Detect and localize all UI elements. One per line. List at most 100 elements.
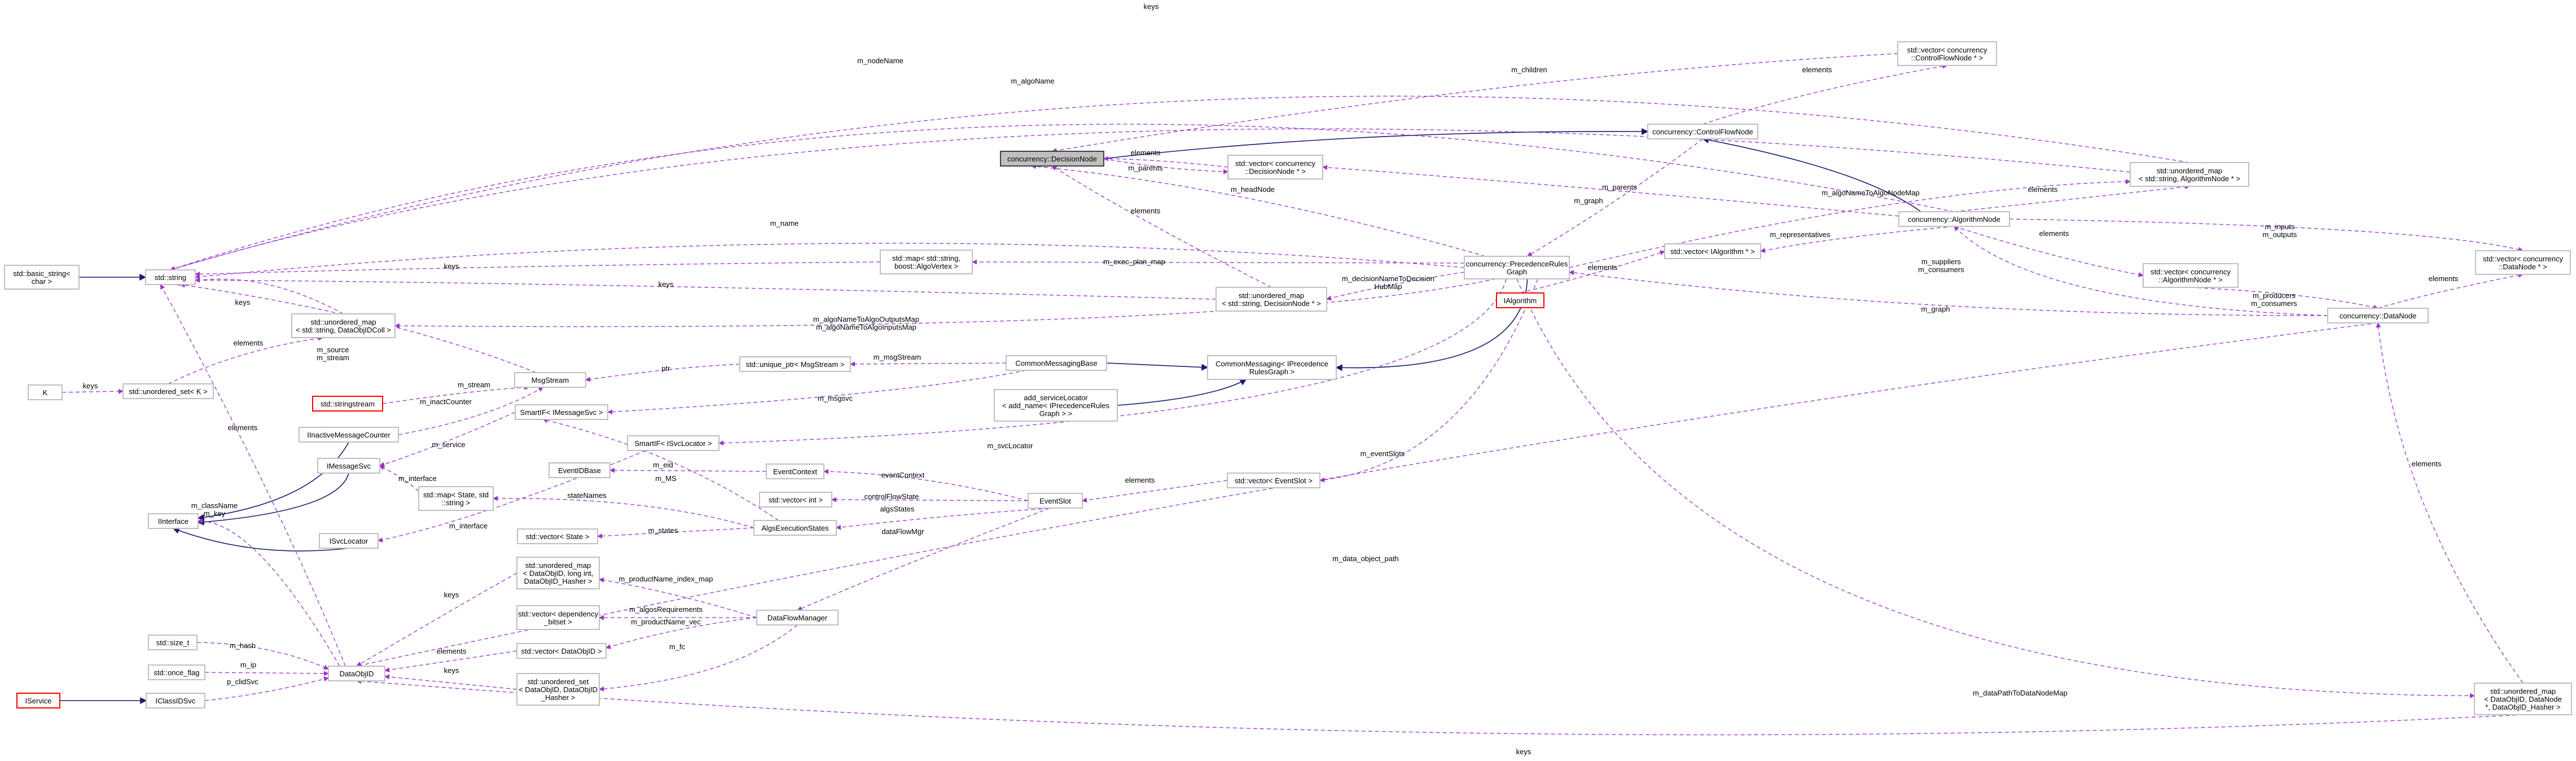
node-box[interactable] bbox=[312, 396, 383, 412]
node-box[interactable] bbox=[515, 404, 608, 420]
node-umap-algnode[interactable]: std::unordered_map< std::string, Algorit… bbox=[2130, 162, 2249, 187]
node-box[interactable] bbox=[2475, 250, 2571, 275]
node-box[interactable] bbox=[418, 486, 494, 511]
node-uptr-msgstream[interactable]: std::unique_ptr< MsgStream > bbox=[739, 356, 851, 372]
node-box[interactable] bbox=[994, 389, 1118, 422]
node-box[interactable] bbox=[753, 520, 837, 536]
node-smartif-svcloc[interactable]: SmartIF< ISvcLocator > bbox=[627, 435, 719, 451]
node-umap-dataobjidcoll[interactable]: std::unordered_map< std::string, DataObj… bbox=[291, 313, 396, 338]
node-decisionnode[interactable]: concurrency::DecisionNode bbox=[1000, 151, 1104, 167]
node-box[interactable] bbox=[299, 427, 399, 443]
node-box[interactable] bbox=[1664, 243, 1761, 259]
node-box[interactable] bbox=[28, 384, 63, 400]
node-box[interactable] bbox=[548, 462, 611, 478]
node-box[interactable] bbox=[1898, 211, 2010, 227]
node-stringstream[interactable]: std::stringstream bbox=[312, 396, 383, 412]
node-box[interactable] bbox=[1496, 292, 1544, 308]
node-vec-int[interactable]: std::vector< int > bbox=[759, 492, 832, 508]
node-box[interactable] bbox=[2143, 263, 2239, 288]
node-box[interactable] bbox=[2327, 308, 2429, 323]
node-box[interactable] bbox=[1215, 287, 1327, 312]
node-vec-state[interactable]: std::vector< State > bbox=[517, 528, 598, 544]
node-box[interactable] bbox=[627, 435, 719, 451]
node-box[interactable] bbox=[148, 664, 205, 680]
node-box[interactable] bbox=[2130, 162, 2249, 187]
node-size-t[interactable]: std::size_t bbox=[148, 635, 198, 650]
node-vec-cfn[interactable]: std::vector< concurrency::ControlFlowNod… bbox=[1897, 41, 1997, 66]
node-box[interactable] bbox=[291, 313, 396, 338]
node-box[interactable] bbox=[328, 666, 385, 681]
node-map-algvertex[interactable]: std::map< std::string,boost::AlgoVertex … bbox=[880, 250, 973, 274]
node-box[interactable] bbox=[516, 673, 600, 706]
node-box[interactable] bbox=[145, 269, 196, 285]
node-box[interactable] bbox=[516, 557, 600, 589]
node-controlflownode[interactable]: concurrency::ControlFlowNode bbox=[1647, 124, 1758, 139]
node-box[interactable] bbox=[1000, 151, 1104, 167]
node-eventcontext[interactable]: EventContext bbox=[766, 463, 824, 479]
node-box[interactable] bbox=[756, 610, 839, 626]
node-basic-string[interactable]: std::basic_string<char > bbox=[4, 265, 80, 290]
node-box[interactable] bbox=[516, 643, 607, 659]
node-box[interactable] bbox=[122, 383, 214, 399]
node-vec-dataobjid[interactable]: std::vector< DataObjID > bbox=[516, 643, 607, 659]
node-eventidbase[interactable]: EventIDBase bbox=[548, 462, 611, 478]
node-box[interactable] bbox=[739, 356, 851, 372]
node-map-state[interactable]: std::map< State, std::string > bbox=[418, 486, 494, 511]
node-box[interactable] bbox=[148, 513, 199, 529]
node-box[interactable] bbox=[514, 372, 586, 388]
node-k[interactable]: K bbox=[28, 384, 63, 400]
node-box[interactable] bbox=[1227, 155, 1323, 180]
node-msgstream[interactable]: MsgStream bbox=[514, 372, 586, 388]
node-box[interactable] bbox=[766, 463, 824, 479]
node-vec-ialg[interactable]: std::vector< IAlgorithm * > bbox=[1664, 243, 1761, 259]
node-vec-eventslot[interactable]: std::vector< EventSlot > bbox=[1227, 473, 1320, 488]
node-uset-dataobjid[interactable]: std::unordered_set< DataObjID, DataObjID… bbox=[516, 673, 600, 706]
node-box[interactable] bbox=[1006, 355, 1107, 371]
node-inactivecounter[interactable]: IInactiveMessageCounter bbox=[299, 427, 399, 443]
node-imessagesvc[interactable]: IMessageSvc bbox=[317, 458, 380, 474]
node-box[interactable] bbox=[2474, 683, 2572, 715]
node-uset-k[interactable]: std::unordered_set< K > bbox=[122, 383, 214, 399]
node-umap-dn[interactable]: std::unordered_map< std::string, Decisio… bbox=[1215, 287, 1327, 312]
node-box[interactable] bbox=[4, 265, 80, 290]
node-box[interactable] bbox=[517, 528, 598, 544]
node-box[interactable] bbox=[16, 693, 60, 708]
node-algoexecstates[interactable]: AlgsExecutionStates bbox=[753, 520, 837, 536]
node-vec-algnode[interactable]: std::vector< concurrency::AlgorithmNode … bbox=[2143, 263, 2239, 288]
node-smartif-msgsvc[interactable]: SmartIF< IMessageSvc > bbox=[515, 404, 608, 420]
node-dataobjid[interactable]: DataObjID bbox=[328, 666, 385, 681]
node-box[interactable] bbox=[317, 458, 380, 474]
node-vec-datanode[interactable]: std::vector< concurrency::DataNode * > bbox=[2475, 250, 2571, 275]
node-box[interactable] bbox=[1227, 473, 1320, 488]
node-dataflowmgr[interactable]: DataFlowManager bbox=[756, 610, 839, 626]
node-box[interactable] bbox=[319, 533, 379, 549]
node-iservice[interactable]: IService bbox=[16, 693, 60, 708]
node-box[interactable] bbox=[1028, 493, 1083, 509]
node-box[interactable] bbox=[1464, 256, 1570, 279]
node-commonmsgbase[interactable]: CommonMessagingBase bbox=[1006, 355, 1107, 371]
node-ialgorithm[interactable]: IAlgorithm bbox=[1496, 292, 1544, 308]
node-isvclocator[interactable]: ISvcLocator bbox=[319, 533, 379, 549]
node-vec-dynbitset[interactable]: std::vector< dependency_bitset > bbox=[516, 605, 600, 630]
node-box[interactable] bbox=[1647, 124, 1758, 139]
node-box[interactable] bbox=[1897, 41, 1997, 66]
node-eventslot[interactable]: EventSlot bbox=[1028, 493, 1083, 509]
node-once-flag[interactable]: std::once_flag bbox=[148, 664, 205, 680]
node-umap-prodidx[interactable]: std::unordered_map< DataObjID, long int,… bbox=[516, 557, 600, 589]
node-box[interactable] bbox=[759, 492, 832, 508]
node-datanode[interactable]: concurrency::DataNode bbox=[2327, 308, 2429, 323]
node-box[interactable] bbox=[880, 250, 973, 274]
node-addsvcloc[interactable]: add_serviceLocator< add_name< IPrecedenc… bbox=[994, 389, 1118, 422]
node-iinterface[interactable]: IInterface bbox=[148, 513, 199, 529]
node-box[interactable] bbox=[148, 635, 198, 650]
node-box[interactable] bbox=[1207, 355, 1337, 380]
node-string[interactable]: std::string bbox=[145, 269, 196, 285]
node-box[interactable] bbox=[516, 605, 600, 630]
node-algorithmnode[interactable]: concurrency::AlgorithmNode bbox=[1898, 211, 2010, 227]
node-umap-datanode[interactable]: std::unordered_map< DataObjID, DataNode*… bbox=[2474, 683, 2572, 715]
node-vec-dn[interactable]: std::vector< concurrency::DecisionNode *… bbox=[1227, 155, 1323, 180]
node-iclassidsvc[interactable]: IClassIDSvc bbox=[146, 693, 205, 708]
node-box[interactable] bbox=[146, 693, 205, 708]
